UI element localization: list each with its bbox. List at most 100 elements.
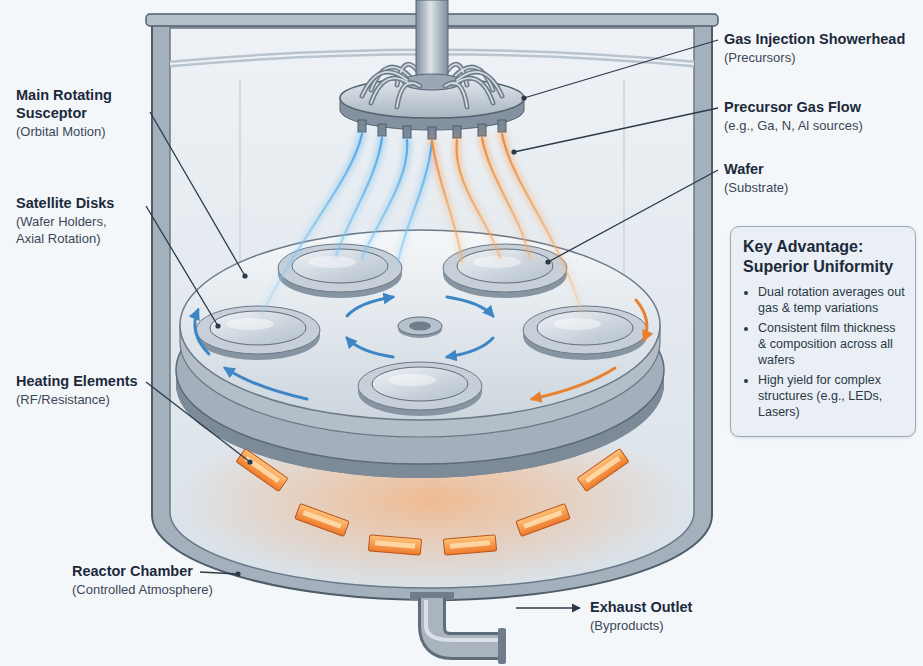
exhaust-end-flange — [498, 628, 506, 664]
wafer — [372, 367, 468, 401]
leader-dots — [215, 95, 550, 576]
part-note: (RF/Resistance) — [16, 391, 110, 408]
leader-dot — [235, 571, 240, 576]
heating-element-body — [443, 535, 496, 555]
hub-top — [398, 317, 442, 335]
bullet-item: Consistent film thickness & composition … — [758, 320, 905, 368]
part-name: Satellite Disks — [16, 194, 114, 212]
nozzle — [358, 120, 366, 132]
heating-element-glow — [244, 456, 280, 483]
leader-line — [200, 572, 238, 574]
wafer — [537, 311, 633, 345]
center-hub — [398, 317, 442, 338]
gas-showerhead — [340, 0, 524, 139]
part-name: Gas Injection Showerhead — [724, 30, 905, 48]
orbital-arrow — [532, 368, 615, 399]
wafer-highlight — [388, 374, 436, 386]
gas-flow-lines — [262, 134, 582, 314]
gas-flow-line — [502, 134, 582, 314]
part-name: Main Rotating Susceptor — [16, 86, 146, 122]
gas-flow-line — [398, 141, 432, 262]
part-note: (e.g., Ga, N, Al sources) — [724, 117, 863, 134]
wafer — [457, 249, 553, 283]
heating-element-body — [295, 504, 349, 537]
heating-element-glow — [523, 510, 562, 528]
leader-line — [150, 112, 245, 276]
susceptor-top — [180, 230, 660, 420]
heating-element-body — [368, 535, 421, 555]
hub-bore — [409, 322, 431, 331]
heating-element-body — [577, 449, 629, 492]
leader-line — [524, 40, 718, 98]
bullet-item: High yield for complex structures (e.g.,… — [758, 372, 905, 420]
leader-dot — [215, 323, 220, 328]
nozzle — [428, 127, 436, 139]
reactor-chamber — [146, 14, 718, 600]
leader-line — [514, 108, 718, 152]
heating-element-glow — [303, 510, 342, 528]
leader-line — [548, 170, 718, 262]
gas-tube — [362, 72, 502, 107]
heating-element-glow — [450, 540, 490, 548]
bullet-item: Dual rotation averages out gas & temp va… — [758, 284, 905, 316]
satellite-disks — [196, 244, 647, 416]
gas-flow-line — [457, 140, 500, 258]
part-note: (Substrate) — [724, 179, 788, 196]
heating-element — [577, 449, 629, 492]
leader-lines — [146, 40, 718, 608]
gas-flow-glow-line — [502, 134, 582, 314]
heating-elements — [236, 449, 629, 556]
rotation-arrow — [347, 338, 393, 357]
bullet-list: Dual rotation averages out gas & temp va… — [743, 284, 905, 420]
wafer-highlight — [553, 318, 601, 330]
gas-flow-line — [336, 138, 382, 256]
gas-flow-glow-line — [398, 141, 432, 262]
orbital-arrow — [636, 300, 647, 340]
part-name: Reactor Chamber — [72, 562, 193, 580]
rotation-arrow — [347, 297, 393, 316]
part-name: Wafer — [724, 160, 764, 178]
orbital-arrow — [225, 368, 307, 399]
wall-panel-line — [623, 80, 625, 300]
wafer-highlight — [226, 318, 274, 330]
exhaust-arrow — [516, 607, 580, 608]
leader-dot — [242, 273, 247, 278]
rotation-arrow — [447, 297, 493, 316]
box-heading: Key Advantage: Superior Uniformity — [743, 237, 905, 277]
nozzle — [378, 124, 386, 136]
exhaust-pipe-highlight — [426, 600, 498, 640]
heating-element — [295, 504, 349, 537]
wafer-highlight — [308, 256, 356, 268]
leader-dot — [247, 459, 252, 464]
part-name: Heating Elements — [16, 372, 138, 390]
part-note: (Controlled Atmosphere) — [72, 581, 213, 598]
leader-dot — [545, 259, 550, 264]
heating-element — [443, 535, 496, 555]
nozzle — [453, 126, 461, 138]
gas-flow-line — [262, 134, 362, 314]
gas-flow-glow — [262, 134, 582, 314]
heating-element — [236, 449, 288, 492]
part-name: Precursor Gas Flow — [724, 98, 861, 116]
nozzle — [403, 126, 411, 138]
leader-line — [146, 206, 218, 326]
gas-flow — [262, 134, 582, 314]
satellite-disk — [196, 306, 320, 354]
heating-element-body — [236, 449, 288, 492]
leader-dot — [521, 95, 526, 100]
nozzle — [478, 124, 486, 136]
heating-element-glow — [585, 456, 621, 483]
leader-line — [146, 382, 250, 462]
nozzle — [498, 120, 506, 132]
wafer — [210, 311, 306, 345]
chamber-wall — [152, 20, 712, 600]
leader-dot — [511, 149, 516, 154]
heating-element-glow — [375, 540, 415, 548]
part-name: Exhaust Outlet — [590, 598, 692, 616]
orbital-arrow — [195, 310, 209, 354]
part-note: (Orbital Motion) — [16, 123, 106, 140]
main-susceptor — [180, 230, 660, 437]
gas-flow-line — [482, 138, 530, 258]
